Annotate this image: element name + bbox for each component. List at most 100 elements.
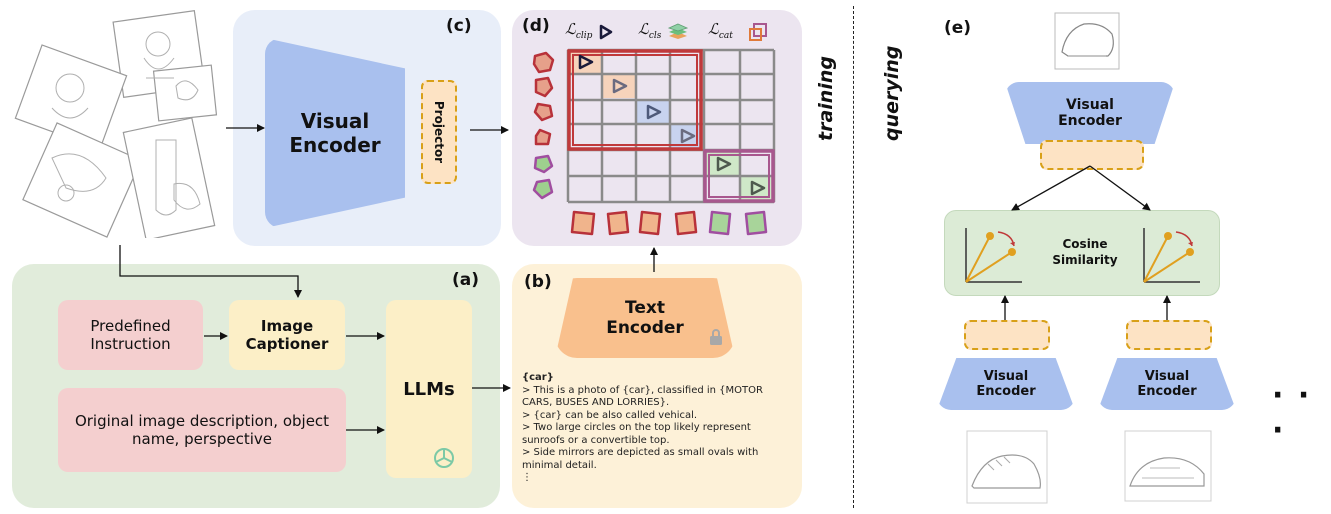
prompt-line: ⋮ bbox=[522, 472, 532, 483]
layers-icon bbox=[668, 23, 688, 39]
similarity-matrix bbox=[566, 48, 776, 204]
feature-glyph-icon bbox=[533, 102, 554, 122]
top-projector-block bbox=[1040, 140, 1144, 170]
right-encoder-label-1: Visual bbox=[1144, 369, 1190, 384]
original-description-box: Original image description, object name,… bbox=[58, 388, 346, 472]
feature-glyph-icon bbox=[534, 76, 554, 98]
vertical-divider bbox=[853, 6, 854, 508]
top-encoder-label-1: Visual bbox=[1066, 97, 1114, 113]
captioner-line-1: Image bbox=[260, 317, 314, 335]
feature-glyph-icon bbox=[606, 210, 630, 236]
left-encoder-label-1: Visual bbox=[983, 369, 1029, 384]
loss-clip-sub: clip bbox=[575, 31, 593, 41]
panel-e-label: (e) bbox=[944, 18, 972, 38]
loss-symbol: ℒ bbox=[565, 20, 576, 38]
match-triangle-icon bbox=[612, 78, 628, 94]
prompt-line: sunroofs or a convertible top. bbox=[522, 434, 670, 446]
match-triangle-icon bbox=[750, 180, 766, 196]
llms-box: LLMs bbox=[386, 300, 472, 478]
feature-glyph-icon bbox=[570, 210, 596, 236]
panel-a-label: (a) bbox=[452, 270, 480, 290]
prompt-line: {car} bbox=[522, 372, 554, 383]
prompt-line: > This is a photo of {car}, classified i… bbox=[522, 384, 763, 396]
cosine-similarity-label: Cosine Similarity bbox=[1040, 236, 1130, 268]
sketch-frame bbox=[152, 64, 218, 122]
gallery-shoe-sketch bbox=[1124, 430, 1212, 502]
right-encoder-label-2: Encoder bbox=[1137, 384, 1197, 399]
similarity-line-1: Cosine bbox=[1062, 237, 1108, 251]
prompt-line: > Side mirrors are depicted as small ova… bbox=[522, 447, 759, 458]
column-feature-icons bbox=[570, 210, 768, 236]
feature-glyph-icon bbox=[532, 51, 555, 74]
row-feature-icons bbox=[532, 51, 555, 200]
panel-b-label: (b) bbox=[524, 272, 552, 292]
right-projector-block bbox=[1126, 320, 1212, 350]
ellipsis: · · · bbox=[1272, 378, 1312, 448]
similarity-line-2: Similarity bbox=[1052, 253, 1118, 267]
class-box-red bbox=[572, 54, 698, 146]
feature-glyph-icon bbox=[533, 154, 554, 174]
prompt-line: CARS, BUSES AND LORRIES}. bbox=[522, 397, 670, 408]
query-shoe-sketch bbox=[1054, 12, 1120, 70]
instruction-line-2: Instruction bbox=[90, 335, 171, 353]
feature-glyph-icon bbox=[532, 178, 554, 200]
gallery-shoe-sketch bbox=[966, 430, 1048, 504]
vector-angle-icon bbox=[1143, 228, 1200, 283]
feature-glyph-icon bbox=[534, 128, 552, 146]
right-visual-encoder: Visual Encoder bbox=[1098, 358, 1236, 410]
visual-encoder-label-1: Visual bbox=[300, 109, 370, 133]
prompt-text-block: {car} > This is a photo of {car}, classi… bbox=[522, 372, 798, 485]
category-box-purple bbox=[703, 149, 775, 203]
feature-glyph-icon bbox=[638, 210, 662, 236]
projector-block: Projector bbox=[421, 80, 457, 184]
feature-glyph-icon bbox=[674, 210, 698, 236]
sketch-frame bbox=[122, 117, 216, 238]
text-encoder-label-2: Encoder bbox=[606, 318, 684, 338]
loss-clip-label: ℒclip bbox=[565, 20, 592, 41]
arrow-projector-to-right bbox=[1089, 165, 1151, 211]
highlight-cell bbox=[602, 74, 636, 98]
concat-icon bbox=[749, 23, 767, 41]
visual-encoder-block: Visual Encoder bbox=[265, 38, 405, 228]
text-encoder-block: Text Encoder bbox=[555, 278, 735, 358]
input-sketches bbox=[14, 9, 218, 238]
training-label: training bbox=[815, 56, 837, 141]
loss-cls-label: ℒcls bbox=[638, 20, 661, 41]
projector-label: Projector bbox=[432, 100, 447, 164]
category-box-red bbox=[567, 49, 703, 151]
highlight-cell bbox=[636, 100, 670, 124]
match-triangle-icon bbox=[578, 54, 594, 70]
captioner-line-2: Captioner bbox=[245, 335, 329, 353]
prompt-line: > Two large circles on the top likely re… bbox=[522, 422, 751, 433]
loss-symbol: ℒ bbox=[708, 20, 719, 38]
prompt-line: > {car} can be also called vehical. bbox=[522, 409, 698, 421]
panel-c-label: (c) bbox=[446, 16, 472, 36]
predefined-instruction-box: Predefined Instruction bbox=[58, 300, 203, 370]
vector-angle-icon bbox=[965, 228, 1022, 283]
left-projector-block bbox=[964, 320, 1050, 350]
llms-label: LLMs bbox=[403, 378, 455, 400]
loss-cls-sub: cls bbox=[648, 31, 662, 41]
loss-symbol: ℒ bbox=[638, 20, 649, 38]
loss-cat-label: ℒcat bbox=[708, 20, 733, 41]
left-encoder-label-2: Encoder bbox=[976, 384, 1036, 399]
match-triangle-icon bbox=[716, 156, 732, 172]
description-line-1: Original image description, object bbox=[74, 412, 330, 430]
openai-logo-icon bbox=[434, 448, 454, 468]
description-line-2: name, perspective bbox=[132, 430, 272, 448]
image-captioner-box: Image Captioner bbox=[229, 300, 345, 370]
lock-icon bbox=[710, 329, 722, 345]
match-triangle-icon bbox=[680, 128, 696, 144]
text-encoder-label-1: Text bbox=[625, 298, 665, 318]
instruction-line-1: Predefined bbox=[90, 317, 171, 335]
visual-encoder-label-2: Encoder bbox=[289, 133, 381, 157]
loss-cat-sub: cat bbox=[718, 31, 733, 41]
class-box-purple bbox=[708, 154, 770, 198]
left-visual-encoder: Visual Encoder bbox=[937, 358, 1075, 410]
feature-glyph-icon bbox=[708, 210, 732, 236]
querying-label: querying bbox=[881, 45, 903, 141]
play-triangle-icon bbox=[599, 24, 613, 40]
sketch-frame bbox=[22, 122, 142, 238]
top-visual-encoder: Visual Encoder bbox=[1005, 82, 1175, 144]
feature-glyph-icon bbox=[744, 210, 768, 236]
